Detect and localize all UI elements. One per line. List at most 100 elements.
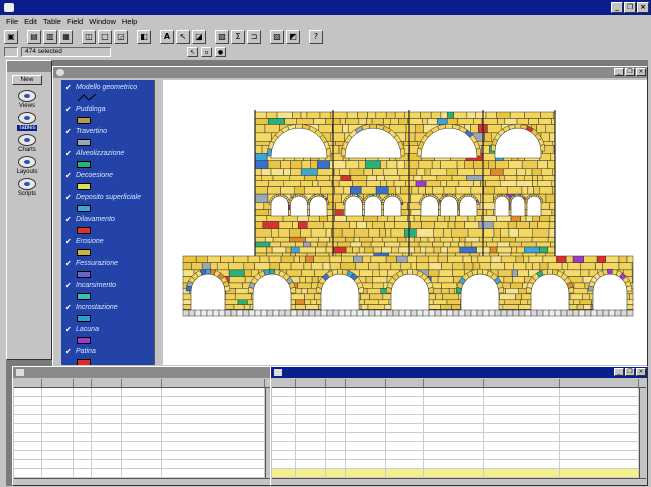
table-row[interactable] bbox=[14, 397, 272, 406]
table-row[interactable] bbox=[14, 424, 272, 433]
help-icon[interactable]: ? bbox=[309, 29, 323, 44]
horizontal-scrollbar[interactable] bbox=[14, 478, 272, 485]
save-icon[interactable]: ▣ bbox=[4, 29, 18, 44]
table-row[interactable] bbox=[14, 442, 272, 451]
column-header[interactable] bbox=[122, 379, 162, 387]
find-icon[interactable]: A bbox=[160, 29, 174, 44]
table-row[interactable] bbox=[272, 415, 646, 424]
legend-layer[interactable]: ✔Erosione bbox=[61, 238, 154, 268]
view-close-icon[interactable]: × bbox=[636, 68, 646, 76]
vertical-scrollbar[interactable] bbox=[639, 388, 646, 478]
menu-field[interactable]: Field bbox=[66, 16, 84, 26]
table1-grid[interactable] bbox=[14, 379, 272, 485]
project-item-views[interactable]: Views bbox=[12, 90, 42, 109]
minimize-icon[interactable]: _ bbox=[611, 2, 623, 13]
link-icon[interactable]: ◩ bbox=[286, 29, 300, 44]
edit-table-icon[interactable]: ▥ bbox=[43, 29, 57, 44]
horizontal-scrollbar[interactable] bbox=[272, 478, 646, 485]
promote-icon[interactable]: ◧ bbox=[137, 29, 151, 44]
hotlink-tool-icon[interactable]: ● bbox=[215, 47, 226, 57]
layer-checkbox-icon[interactable]: ✔ bbox=[65, 347, 72, 356]
layer-checkbox-icon[interactable]: ✔ bbox=[65, 149, 72, 158]
layer-checkbox-icon[interactable]: ✔ bbox=[65, 259, 72, 268]
toc-scrollbar[interactable] bbox=[154, 80, 161, 365]
column-header[interactable] bbox=[484, 379, 560, 387]
sum-icon[interactable]: Σ bbox=[231, 29, 245, 44]
query-icon[interactable]: ▦ bbox=[59, 29, 73, 44]
table2-grid[interactable] bbox=[272, 379, 646, 485]
sort-desc-icon[interactable]: ◪ bbox=[192, 29, 206, 44]
view-titlebar[interactable]: _ ❐ × bbox=[53, 67, 647, 78]
table-row[interactable] bbox=[272, 451, 646, 460]
layer-checkbox-icon[interactable]: ✔ bbox=[65, 281, 72, 290]
column-header[interactable] bbox=[560, 379, 639, 387]
column-header[interactable] bbox=[346, 379, 386, 387]
calculate-icon[interactable]: ▧ bbox=[215, 29, 229, 44]
layer-checkbox-icon[interactable]: ✔ bbox=[65, 83, 72, 92]
layer-checkbox-icon[interactable]: ✔ bbox=[65, 303, 72, 312]
legend-layer[interactable]: ✔Deposito superficiale bbox=[61, 194, 154, 224]
clear-selection-icon[interactable]: □ bbox=[98, 29, 112, 44]
table-row[interactable] bbox=[272, 433, 646, 442]
table-row[interactable] bbox=[14, 451, 272, 460]
table-row[interactable] bbox=[14, 460, 272, 469]
project-item-tables[interactable]: Tables bbox=[12, 112, 42, 131]
column-header[interactable] bbox=[42, 379, 74, 387]
table2-titlebar[interactable]: _ ❐ × bbox=[271, 367, 647, 378]
edit-tool-icon[interactable]: ▫ bbox=[201, 47, 212, 57]
table-row[interactable] bbox=[272, 397, 646, 406]
new-button[interactable]: New bbox=[12, 75, 42, 85]
table2-minimize-icon[interactable]: _ bbox=[614, 368, 624, 376]
legend-layer[interactable]: ✔Lacuna bbox=[61, 326, 154, 356]
table-icon[interactable]: ▤ bbox=[27, 29, 41, 44]
close-icon[interactable]: × bbox=[637, 2, 649, 13]
vertical-scrollbar[interactable] bbox=[265, 388, 272, 478]
table-row[interactable] bbox=[272, 442, 646, 451]
legend-layer[interactable]: ✔Incrostazione bbox=[61, 304, 154, 334]
project-titlebar[interactable] bbox=[7, 61, 51, 72]
column-header[interactable] bbox=[424, 379, 484, 387]
layer-checkbox-icon[interactable]: ✔ bbox=[65, 127, 72, 136]
column-header[interactable] bbox=[92, 379, 122, 387]
table-row[interactable] bbox=[14, 406, 272, 415]
table2-restore-icon[interactable]: ❐ bbox=[625, 368, 635, 376]
table1-titlebar[interactable] bbox=[13, 367, 273, 378]
legend-layer[interactable]: ✔Travertino bbox=[61, 128, 154, 158]
table2-close-icon[interactable]: × bbox=[636, 368, 646, 376]
legend-layer[interactable]: ✔Modello geometrico bbox=[61, 84, 154, 114]
column-header[interactable] bbox=[272, 379, 296, 387]
layer-checkbox-icon[interactable]: ✔ bbox=[65, 105, 72, 114]
table-row[interactable] bbox=[272, 406, 646, 415]
select-all-icon[interactable]: ◫ bbox=[82, 29, 96, 44]
menu-file[interactable]: File bbox=[6, 16, 19, 26]
table-row[interactable] bbox=[14, 415, 272, 424]
project-item-scripts[interactable]: Scripts bbox=[12, 178, 42, 197]
pointer-tool-icon[interactable]: ↖ bbox=[187, 47, 198, 57]
legend-layer[interactable]: ✔Puddinga bbox=[61, 106, 154, 136]
layer-checkbox-icon[interactable]: ✔ bbox=[65, 325, 72, 334]
app-titlebar[interactable]: _ ❐ × bbox=[0, 0, 651, 15]
legend-layer[interactable]: ✔Alveolizzazione bbox=[61, 150, 154, 180]
project-item-charts[interactable]: Charts bbox=[12, 134, 42, 153]
restore-icon[interactable]: ❐ bbox=[624, 2, 636, 13]
column-header[interactable] bbox=[386, 379, 424, 387]
selected-table-row[interactable] bbox=[272, 469, 646, 478]
project-item-layouts[interactable]: Layouts bbox=[12, 156, 42, 175]
layer-checkbox-icon[interactable]: ✔ bbox=[65, 215, 72, 224]
table-row[interactable] bbox=[14, 469, 272, 478]
switch-selection-icon[interactable]: ◲ bbox=[114, 29, 128, 44]
layer-checkbox-icon[interactable]: ✔ bbox=[65, 193, 72, 202]
legend-layer[interactable]: ✔Patina bbox=[61, 348, 154, 365]
chart-icon[interactable]: ▨ bbox=[270, 29, 284, 44]
view-restore-icon[interactable]: ❐ bbox=[625, 68, 635, 76]
legend-layer[interactable]: ✔Decoesione bbox=[61, 172, 154, 202]
sort-icon[interactable]: ↖ bbox=[176, 29, 190, 44]
statistics-icon[interactable]: ⊐ bbox=[247, 29, 261, 44]
menu-window[interactable]: Window bbox=[89, 16, 116, 26]
column-header[interactable] bbox=[326, 379, 346, 387]
table-row[interactable] bbox=[272, 424, 646, 433]
legend-layer[interactable]: ✔Incarsimento bbox=[61, 282, 154, 312]
table-row[interactable] bbox=[272, 460, 646, 469]
map-canvas[interactable] bbox=[163, 80, 647, 365]
column-header[interactable] bbox=[14, 379, 42, 387]
